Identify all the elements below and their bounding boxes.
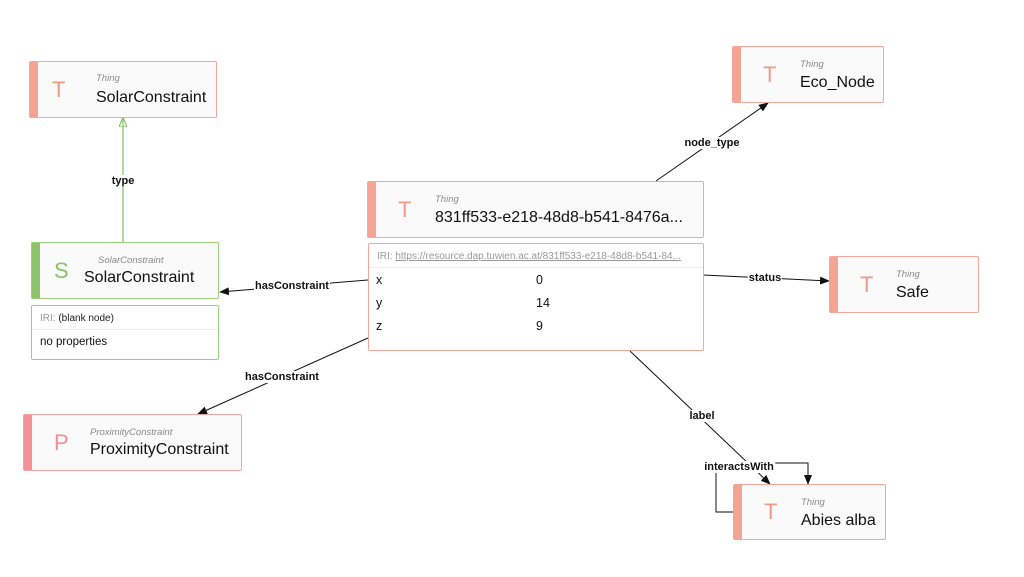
- node-label: Abies alba: [801, 512, 876, 529]
- thing-type-icon: T: [860, 271, 874, 297]
- proximity-constraint-type-icon: P: [54, 429, 69, 455]
- solar-constraint-type-icon: S: [54, 257, 69, 283]
- thing-type-icon: T: [763, 61, 777, 87]
- node-abies-alba[interactable]: T Thing Abies alba: [733, 484, 886, 540]
- edge-label-type: type: [110, 175, 136, 187]
- node-solar-constraint-type[interactable]: T Thing SolarConstraint: [29, 61, 217, 118]
- edge-label-label: label: [688, 410, 716, 422]
- node-type-label: Thing: [801, 497, 825, 508]
- node-solar-constraint-instance[interactable]: S SolarConstraint SolarConstraint: [31, 242, 219, 299]
- node-safe[interactable]: T Thing Safe: [829, 256, 979, 313]
- node-label: SolarConstraint: [84, 269, 195, 286]
- iri-label: IRI:: [40, 313, 56, 324]
- node-stripe: [368, 182, 376, 237]
- edge-label-node-type: node_type: [683, 137, 741, 149]
- node-type-label: SolarConstraint: [98, 255, 164, 266]
- thing-type-icon: T: [764, 499, 778, 524]
- iri-row: IRI: https://resource.dap.tuwien.ac.at/8…: [369, 244, 703, 268]
- no-properties-text: no properties: [40, 336, 108, 348]
- node-label: Safe: [896, 284, 929, 301]
- node-type-label: Thing: [435, 194, 459, 205]
- node-stripe: [32, 243, 40, 298]
- property-row: z 9: [369, 314, 703, 337]
- node-type-label: Thing: [800, 59, 824, 70]
- property-key: x: [376, 273, 383, 287]
- node-stripe: [733, 47, 741, 102]
- node-eco-node[interactable]: T Thing Eco_Node: [732, 46, 884, 103]
- node-stripe: [24, 415, 32, 470]
- node-type-label: Thing: [896, 269, 920, 280]
- edge-label-has-constraint-proximity: hasConstraint: [244, 371, 320, 383]
- edge-label-status: status: [747, 272, 783, 284]
- property-key: z: [376, 319, 383, 333]
- node-stripe: [30, 62, 38, 117]
- property-value: 14: [536, 296, 550, 310]
- node-label: Eco_Node: [800, 74, 875, 91]
- node-label: SolarConstraint: [96, 89, 207, 106]
- node-proximity-constraint[interactable]: P ProximityConstraint ProximityConstrain…: [23, 414, 242, 471]
- edge-label-interacts-with: interactsWith: [703, 461, 775, 473]
- property-row: y 14: [369, 291, 703, 314]
- node-label: 831ff533-e218-48d8-b541-8476a...: [435, 209, 683, 226]
- iri-label: IRI:: [377, 251, 393, 262]
- solar-constraint-properties-panel: IRI: (blank node) no properties: [31, 305, 219, 360]
- thing-type-icon: T: [52, 76, 66, 102]
- main-entity-properties-panel: IRI: https://resource.dap.tuwien.ac.at/8…: [368, 243, 704, 351]
- node-type-label: ProximityConstraint: [90, 427, 173, 438]
- node-type-label: Thing: [96, 73, 120, 84]
- iri-row: IRI: (blank node): [32, 306, 218, 330]
- edge-label-has-constraint-solar: hasConstraint: [254, 280, 330, 292]
- property-value: 0: [536, 273, 543, 287]
- property-row: x 0: [369, 268, 703, 291]
- node-stripe: [734, 485, 742, 539]
- node-main-entity[interactable]: T Thing 831ff533-e218-48d8-b541-8476a...: [367, 181, 704, 238]
- thing-type-icon: T: [398, 196, 412, 222]
- iri-link[interactable]: https://resource.dap.tuwien.ac.at/831ff5…: [395, 251, 681, 262]
- node-stripe: [830, 257, 838, 312]
- iri-value: (blank node): [58, 313, 114, 324]
- property-value: 9: [536, 319, 543, 333]
- property-key: y: [376, 296, 383, 310]
- node-label: ProximityConstraint: [90, 441, 229, 458]
